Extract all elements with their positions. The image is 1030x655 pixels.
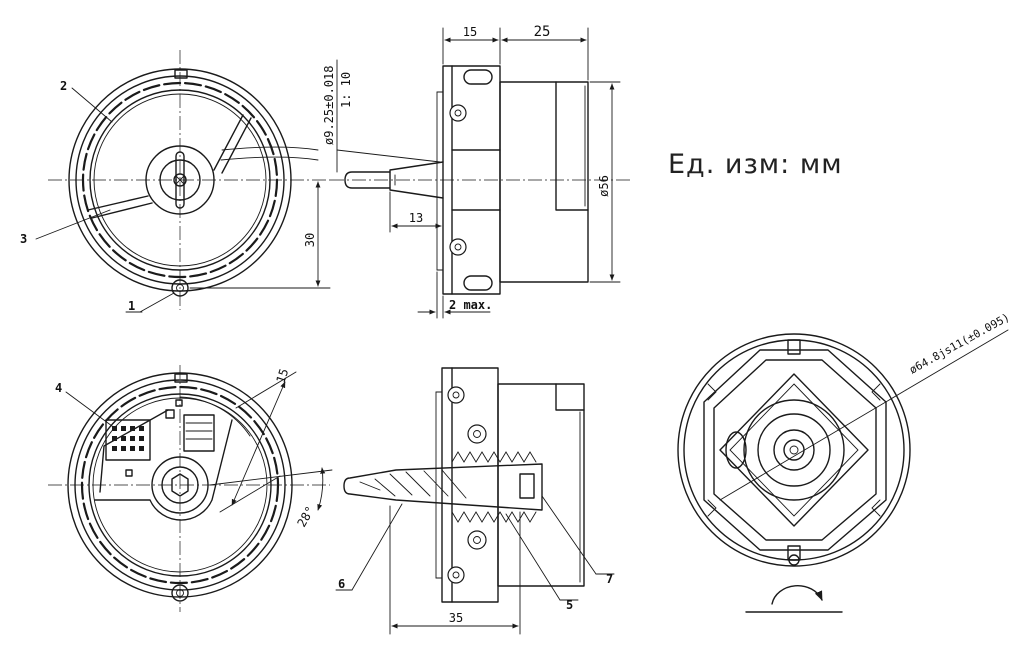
callout-6: 6 (338, 577, 345, 591)
callout-2: 2 (60, 79, 67, 93)
dim-taper: 1: 10 (339, 72, 353, 108)
rear-view: ø64.8js11(±0.095) (677, 311, 1012, 613)
dim-56: ø56 (597, 175, 611, 197)
dim-64-8: ø64.8js11(±0.095) (907, 311, 1012, 377)
front-view-bottom: 15 28° 4 (48, 365, 333, 612)
dim-2-max: 2 max. (449, 298, 492, 312)
section-view-bottom: 35 6 5 7 (335, 367, 615, 635)
dim-13: 13 (409, 211, 423, 225)
units-note: Ед. изм: мм (668, 149, 843, 180)
callout-4: 4 (55, 381, 62, 395)
callout-1: 1 (128, 299, 135, 313)
dim-30: 30 (303, 233, 317, 247)
dim-15-top: 15 (463, 25, 477, 39)
callout-3: 3 (20, 232, 27, 246)
dim-angle-28: 28° (294, 504, 317, 530)
dim-35: 35 (449, 611, 463, 625)
side-view-top: 15 25 ø9.25±0.018 1: 10 13 ø56 2 max. (322, 24, 630, 319)
dim-25: 25 (534, 24, 551, 40)
front-view-top: 30 2 3 1 (20, 50, 331, 313)
dim-shaft-diameter: ø9.25±0.018 (322, 66, 336, 145)
callout-7: 7 (606, 572, 613, 586)
callout-5: 5 (566, 598, 573, 612)
dim-15-angled: 15 (274, 367, 292, 385)
